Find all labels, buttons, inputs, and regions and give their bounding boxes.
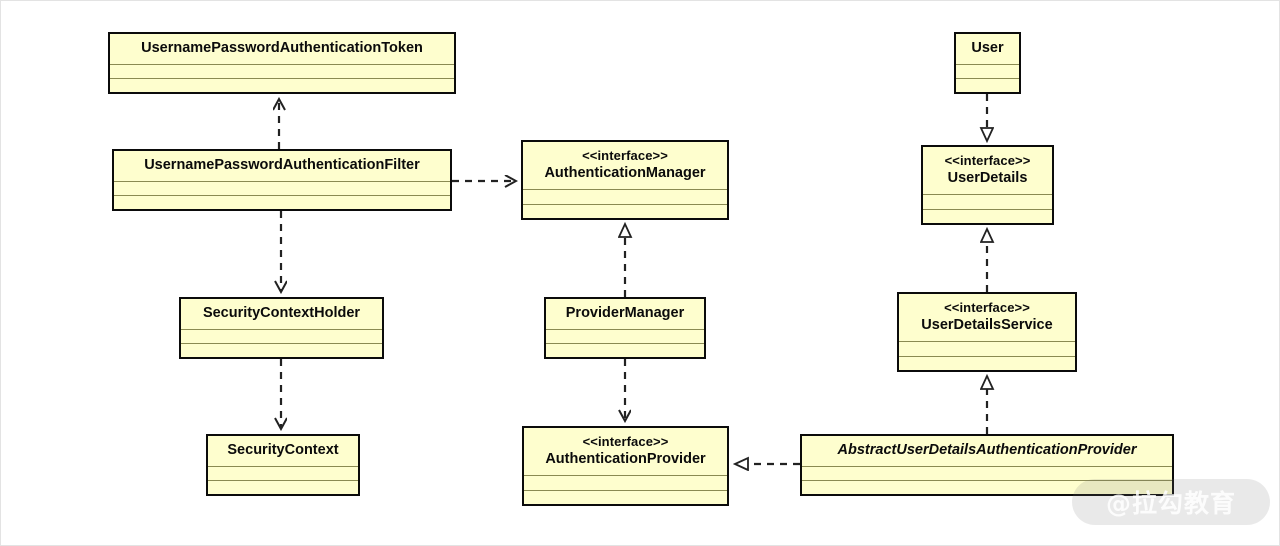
class-name: UserDetailsService [921, 317, 1053, 334]
stereotype-label: <<interface>> [582, 148, 668, 163]
attributes-compartment [956, 64, 1019, 78]
class-title: AbstractUserDetailsAuthenticationProvide… [802, 436, 1172, 466]
uml-abstract-class-abstract-user-details-authentication-provider[interactable]: AbstractUserDetailsAuthenticationProvide… [800, 434, 1174, 496]
stereotype-label: <<interface>> [582, 434, 669, 449]
attributes-compartment [523, 189, 727, 203]
class-name: SecurityContextHolder [202, 305, 361, 321]
uml-interface-authentication-manager[interactable]: <<interface>> AuthenticationManager [521, 140, 729, 220]
attributes-compartment [546, 329, 704, 343]
operations-compartment [546, 343, 704, 357]
attributes-compartment [110, 64, 454, 78]
attributes-compartment [524, 475, 727, 489]
class-title: ProviderManager [546, 299, 704, 329]
class-name: UserDetails [947, 170, 1028, 187]
class-name: AuthenticationProvider [545, 451, 706, 468]
class-name: AbstractUserDetailsAuthenticationProvide… [837, 442, 1137, 458]
operations-compartment [802, 480, 1172, 494]
class-title: <<interface>> AuthenticationManager [523, 142, 727, 189]
class-title: <<interface>> UserDetails [923, 147, 1052, 194]
class-name: AuthenticationManager [544, 165, 706, 182]
attributes-compartment [114, 181, 450, 195]
operations-compartment [208, 480, 358, 494]
class-name: UsernamePasswordAuthenticationFilter [144, 157, 420, 173]
operations-compartment [956, 78, 1019, 92]
class-title: SecurityContextHolder [181, 299, 382, 329]
uml-class-user[interactable]: User [954, 32, 1021, 94]
class-title: UsernamePasswordAuthenticationToken [110, 34, 454, 64]
operations-compartment [923, 208, 1052, 223]
class-title: UsernamePasswordAuthenticationFilter [114, 151, 450, 181]
uml-class-security-context-holder[interactable]: SecurityContextHolder [179, 297, 384, 359]
operations-compartment [524, 489, 727, 504]
uml-class-provider-manager[interactable]: ProviderManager [544, 297, 706, 359]
operations-compartment [110, 78, 454, 92]
operations-compartment [523, 203, 727, 218]
class-name: ProviderManager [565, 305, 685, 321]
attributes-compartment [181, 329, 382, 343]
uml-class-username-password-authentication-filter[interactable]: UsernamePasswordAuthenticationFilter [112, 149, 452, 211]
attributes-compartment [802, 466, 1172, 480]
class-name: UsernamePasswordAuthenticationToken [141, 40, 423, 56]
class-name: SecurityContext [227, 442, 339, 458]
uml-class-username-password-authentication-token[interactable]: UsernamePasswordAuthenticationToken [108, 32, 456, 94]
attributes-compartment [923, 194, 1052, 208]
stereotype-label: <<interface>> [944, 300, 1030, 315]
uml-interface-user-details-service[interactable]: <<interface>> UserDetailsService [897, 292, 1077, 372]
operations-compartment [181, 343, 382, 357]
uml-interface-authentication-provider[interactable]: <<interface>> AuthenticationProvider [522, 426, 729, 506]
attributes-compartment [899, 341, 1075, 355]
operations-compartment [114, 195, 450, 209]
class-title: <<interface>> UserDetailsService [899, 294, 1075, 341]
watermark-label: @拉勾教育 [1072, 479, 1270, 525]
stereotype-label: <<interface>> [944, 153, 1031, 168]
class-title: User [956, 34, 1019, 64]
uml-interface-user-details[interactable]: <<interface>> UserDetails [921, 145, 1054, 225]
attributes-compartment [208, 466, 358, 480]
class-title: <<interface>> AuthenticationProvider [524, 428, 727, 475]
operations-compartment [899, 355, 1075, 370]
class-title: SecurityContext [208, 436, 358, 466]
class-name: User [971, 40, 1004, 56]
uml-class-security-context[interactable]: SecurityContext [206, 434, 360, 496]
